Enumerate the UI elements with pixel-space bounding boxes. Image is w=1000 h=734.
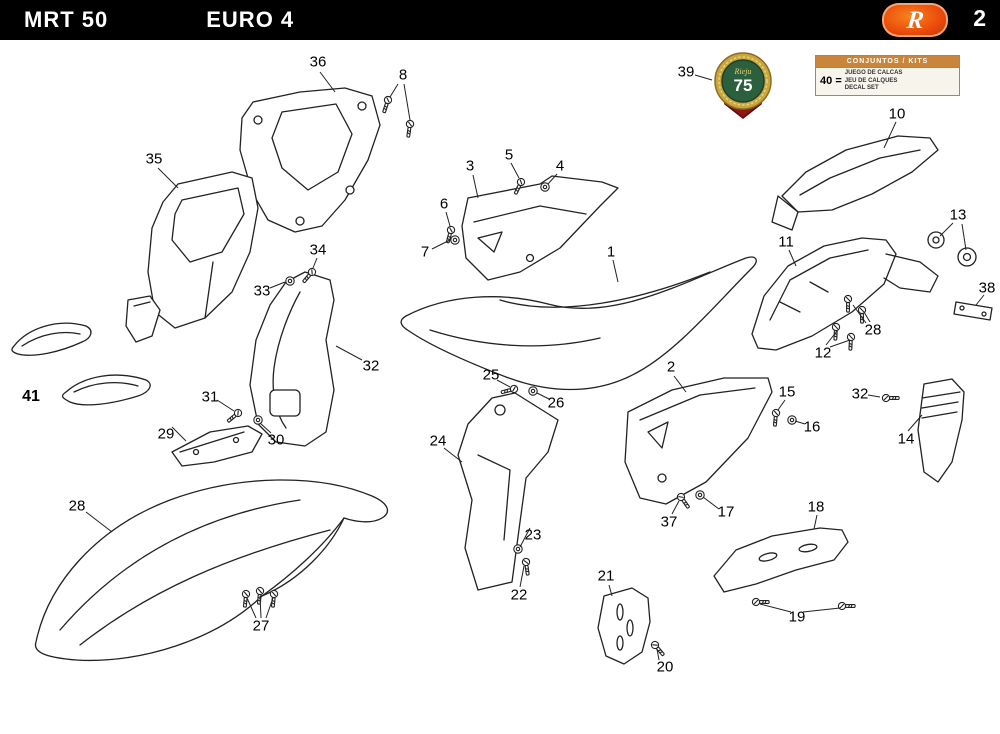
part-label-34: 34 [309,241,327,259]
part-label-38: 38 [978,279,996,297]
part-label-30: 30 [267,431,285,449]
model-title: MRT 50 [24,7,109,32]
anniversary-75-badge: Rieju 75 [714,52,772,119]
part-label-14: 14 [897,430,915,448]
badge-laurel [718,56,768,106]
kits-table: CONJUNTOS / KITS 40 = JUEGO DE CALCAS JE… [815,55,960,96]
badge-brand-text: Rieju [734,67,752,76]
part-label-12: 12 [814,344,832,362]
part-label-28: 28 [864,321,882,339]
part-label-13: 13 [949,206,967,224]
part-label-17: 17 [717,503,735,521]
edition-title: EURO 4 [206,7,295,32]
part-label-33: 33 [253,282,271,300]
kits-table-title: CONJUNTOS / KITS [816,56,959,68]
kits-item-number: 40 = [820,75,842,88]
part-label-21: 21 [597,567,615,585]
part-label-16: 16 [803,418,821,436]
page-number: 2 [973,5,986,31]
part-label-26: 26 [547,394,565,412]
title-bar: MRT 50 EURO 4 R 2 [0,0,1000,40]
part-label-10: 10 [888,105,906,123]
part-label-39: 39 [677,63,695,81]
part-label-25: 25 [482,366,500,384]
part-label-36: 36 [309,53,327,71]
part-label-18: 18 [807,498,825,516]
kits-item-description: JUEGO DE CALCAS JEU DE CALQUES DECAL SET [844,70,903,91]
part-label-1: 1 [606,243,616,261]
part-label-4: 4 [555,157,565,175]
part-label-6: 6 [439,195,449,213]
part-label-3: 3 [465,157,475,175]
part-label-5: 5 [504,146,514,164]
part-label-22: 22 [510,586,528,604]
part-label-41: 41 [22,388,40,405]
part-label-35: 35 [145,150,163,168]
brand-logo: R [882,3,948,37]
part-label-15: 15 [778,383,796,401]
part-label-24: 24 [429,432,447,450]
part-label-32: 32 [362,357,380,375]
part-label-31: 31 [201,388,219,406]
part-label-2: 2 [666,358,676,376]
part-label-29: 29 [157,425,175,443]
badge-center [721,59,765,103]
part-label-8: 8 [398,66,408,84]
part-label-32: 32 [851,385,869,403]
part-label-7: 7 [420,243,430,261]
part-label-28: 28 [68,497,86,515]
badge-value-text: 75 [734,76,753,95]
part-label-23: 23 [524,526,542,544]
part-label-37: 37 [660,513,678,531]
part-label-20: 20 [656,658,674,676]
part-label-19: 19 [788,608,806,626]
part-label-27: 27 [252,617,270,635]
part-label-11: 11 [778,233,794,251]
